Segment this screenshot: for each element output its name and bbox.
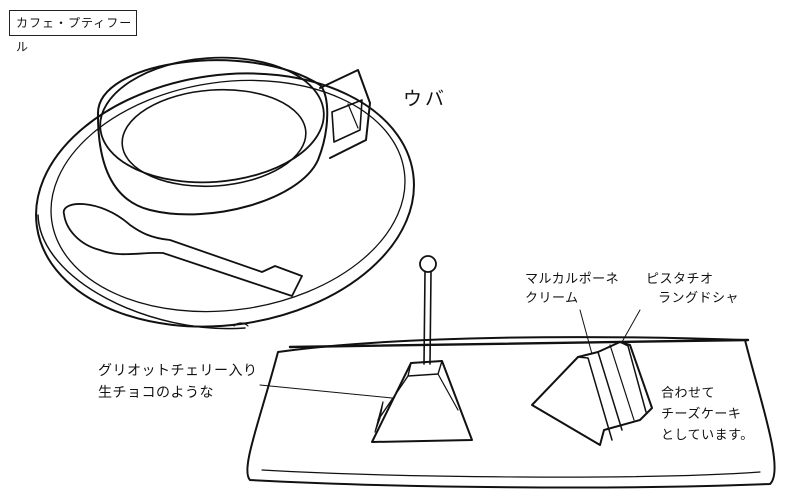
cherry-chocolate-line-2: 生チョコのような	[98, 385, 214, 401]
cherry-chocolate-line-1: グリオットチェリー入り	[98, 363, 258, 379]
cheesecake-note: 合わせて チーズケーキ としています。	[661, 383, 754, 446]
cafe-title-box: カフェ・プティフール	[9, 10, 137, 54]
cheesecake-note-line-2: チーズケーキ	[661, 407, 742, 422]
saucer-drawing	[35, 72, 415, 330]
sandwich-cheesecake-drawing	[531, 341, 653, 446]
tea-name-label: ウバ	[403, 88, 448, 110]
teacup-drawing	[96, 56, 371, 216]
cookie-label-line-1: ピスタチオ	[646, 272, 714, 287]
cookie-label-line-2: ラングドシャ	[658, 291, 740, 306]
cookie-label: ピスタチオ ラングドシャ	[646, 270, 739, 308]
filling-label: マルカルポーネ クリーム	[525, 270, 619, 308]
dessert-plate-drawing	[246, 336, 776, 489]
cherry-chocolate-drawing	[371, 255, 473, 443]
spoon-drawing	[63, 203, 303, 297]
annotation-leaders	[259, 309, 641, 399]
cheesecake-note-line-1: 合わせて	[661, 386, 716, 401]
filling-label-line-2: クリーム	[525, 291, 579, 306]
filling-label-line-1: マルカルポーネ	[525, 272, 620, 287]
cherry-chocolate-label: グリオットチェリー入り 生チョコのような	[98, 360, 258, 404]
cheesecake-note-line-3: としています。	[661, 428, 754, 443]
